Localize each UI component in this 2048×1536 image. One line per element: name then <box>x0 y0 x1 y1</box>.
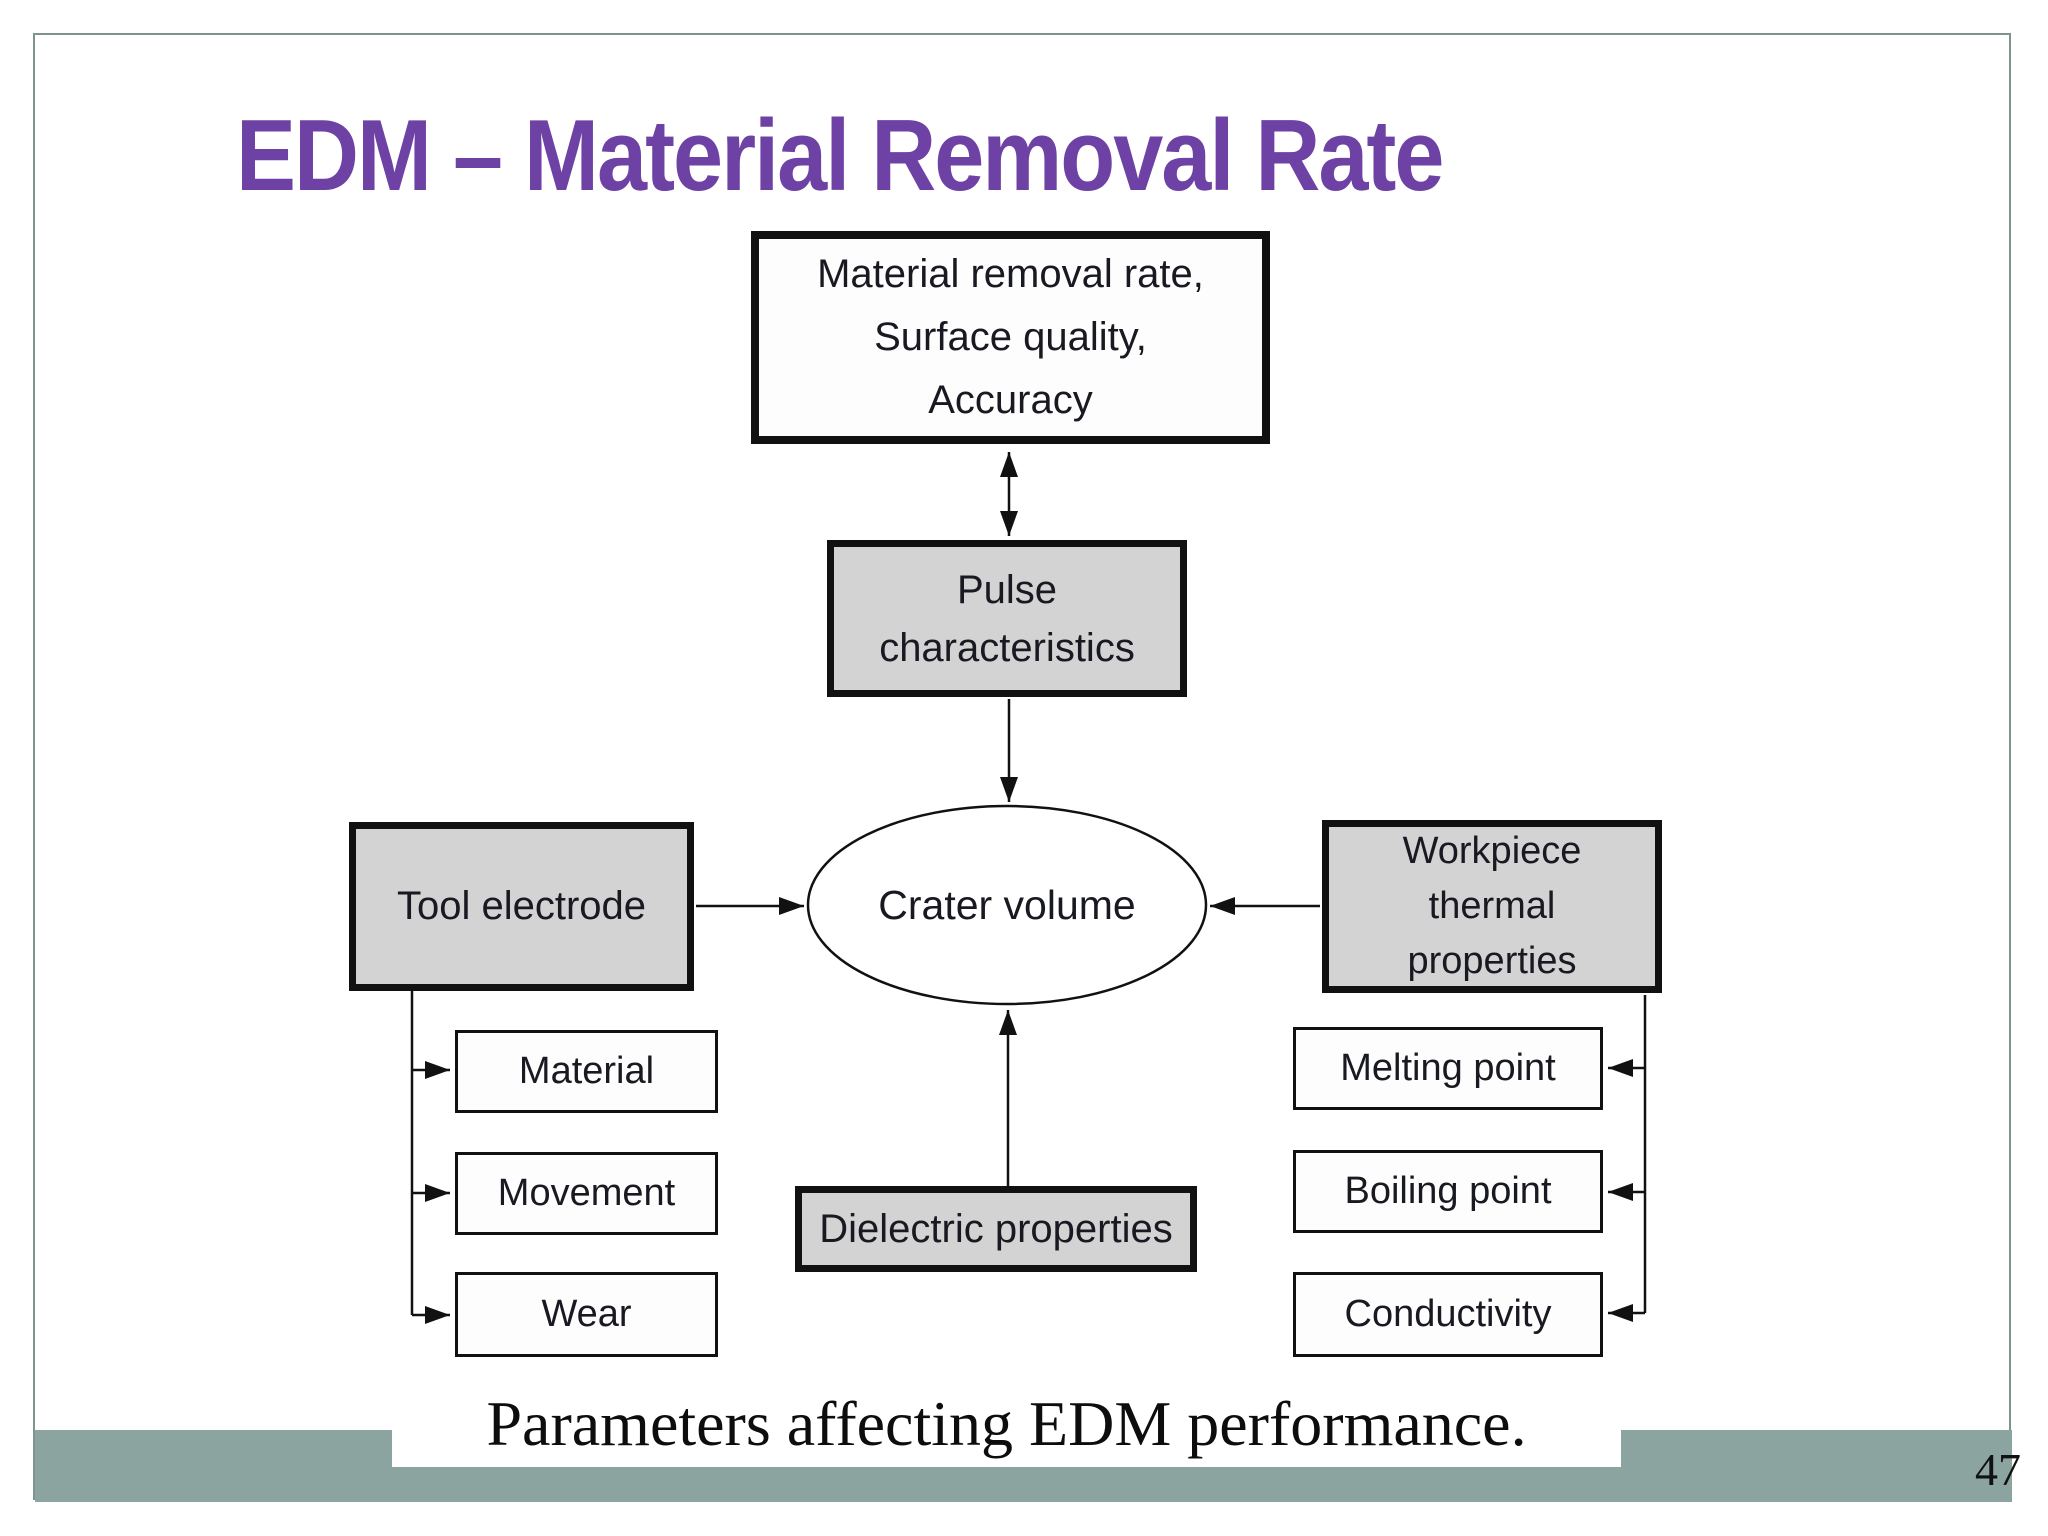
workpiece-box-line: Workpiece <box>1402 830 1582 872</box>
material-box: Material <box>455 1030 718 1113</box>
dielectric-properties-box: Dielectric properties <box>795 1186 1197 1272</box>
crater-volume-ellipse <box>806 804 1208 1006</box>
workpiece-thermal-box: Workpiece thermal properties <box>1322 820 1662 993</box>
page-number: 47 <box>1975 1444 2021 1495</box>
output-box-line: Accuracy <box>928 378 1093 422</box>
output-box-line: Material removal rate, <box>817 252 1204 296</box>
melting-point-box: Melting point <box>1293 1027 1603 1110</box>
output-box: Material removal rate, Surface quality, … <box>751 231 1270 444</box>
wear-box: Wear <box>455 1272 718 1357</box>
movement-box: Movement <box>455 1152 718 1235</box>
conductivity-box: Conductivity <box>1293 1272 1603 1357</box>
pulse-box-line: Pulse <box>956 567 1058 612</box>
caption-strip: Parameters affecting EDM performance. <box>392 1381 1621 1467</box>
boiling-point-box: Boiling point <box>1293 1150 1603 1233</box>
crater-volume-label: Crater volume <box>878 881 1136 928</box>
slide-title: EDM – Material Removal Rate <box>236 100 1444 213</box>
workpiece-box-line: properties <box>1407 940 1577 982</box>
pulse-box-line: characteristics <box>879 625 1135 670</box>
figure-caption: Parameters affecting EDM performance. <box>486 1388 1527 1459</box>
tool-electrode-box: Tool electrode <box>349 822 694 991</box>
output-box-line: Surface quality, <box>874 315 1147 359</box>
pulse-characteristics-box: Pulse characteristics <box>827 540 1187 697</box>
workpiece-box-line: thermal <box>1428 885 1556 927</box>
